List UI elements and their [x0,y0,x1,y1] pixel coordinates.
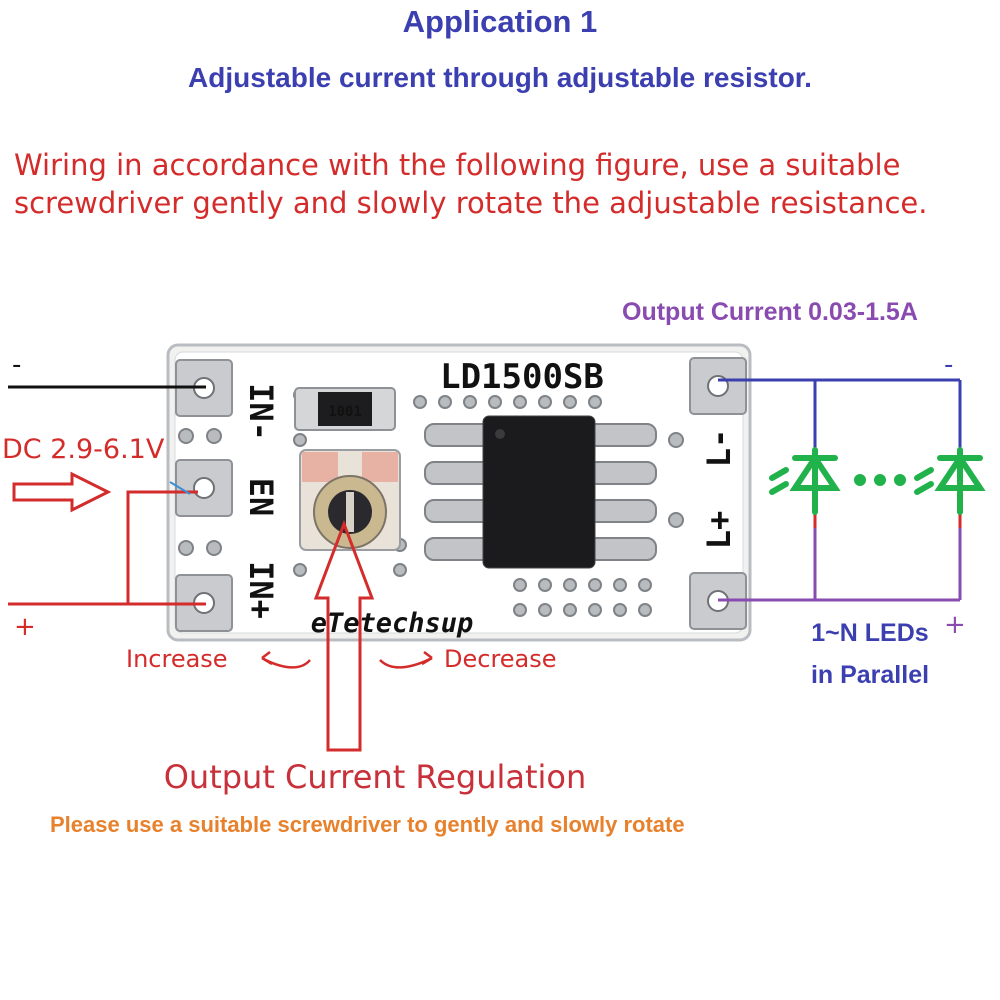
pin-label-in-plus: IN+ [242,561,280,619]
pin-label-en: EN [242,478,280,517]
output-minus-sign: - [944,350,954,380]
brand-label: eTetechsup [311,608,474,639]
smd-resistor: 1001 [294,387,396,431]
led-icon [769,447,841,515]
input-arrow-icon [12,471,112,513]
regulation-arrow-icon [313,519,375,752]
decrease-label: Decrease [444,645,557,673]
ellipsis-dots [854,474,906,486]
input-minus-sign: - [12,350,22,380]
increase-arrow-icon [261,651,311,669]
potentiometer [299,449,401,551]
output-plus-sign: + [944,610,966,640]
decrease-arrow-icon [379,651,433,669]
led-note: 1~N LEDs in Parallel [770,612,970,696]
input-plus-wire [8,490,198,606]
pin-label-l-minus: L- [700,429,738,468]
wiring-instruction: Wiring in accordance with the following … [14,148,928,220]
ic-chip [424,415,657,569]
input-voltage-label: DC 2.9-6.1V [2,434,165,465]
led-note-line1: 1~N LEDs [811,619,929,647]
chip-label: LD1500SB [440,357,604,397]
screwdriver-note: Please use a suitable screwdriver to gen… [50,812,685,837]
pin-label-in-minus: IN- [242,383,280,441]
pin-label-l-plus: L+ [700,511,738,550]
input-plus-sign: + [14,612,36,642]
page-subtitle: Adjustable current through adjustable re… [188,62,812,93]
page-title: Application 1 [402,4,598,39]
led-note-line2: in Parallel [810,661,930,689]
output-wiring [718,378,962,602]
led-icon [914,447,986,515]
increase-label: Increase [126,645,228,673]
output-current-label: Output Current 0.03-1.5A [622,298,918,326]
regulation-label: Output Current Regulation [163,758,587,796]
resistor-code: 1001 [328,404,362,420]
